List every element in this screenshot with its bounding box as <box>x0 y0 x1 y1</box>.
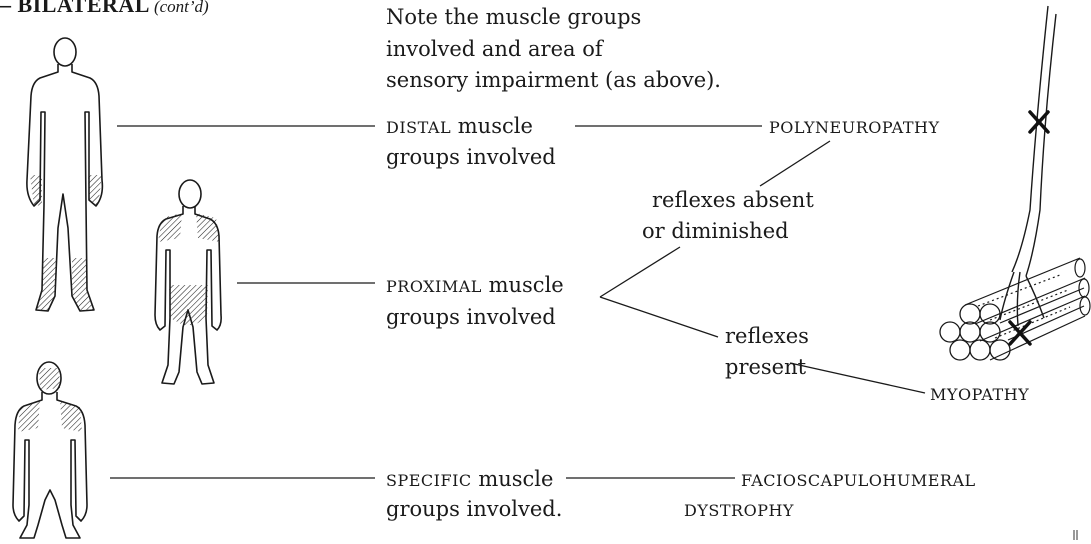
proximal-rest: muscle <box>481 273 564 297</box>
reflexes-absent-line-2: or diminished <box>642 219 789 243</box>
fsh-label-line-1: FACIOSCAPULOHUMERAL <box>741 471 976 490</box>
lesion-mark-muscle <box>1008 320 1032 346</box>
figure-specific-involvement <box>12 361 88 539</box>
header-suffix: (cont’d) <box>153 0 209 16</box>
connector-present-myopathy <box>789 362 926 394</box>
distal-caps: DISTAL <box>386 118 452 137</box>
fibre-bodies <box>964 257 1091 361</box>
polyneuropathy-label: POLYNEUROPATHY <box>769 118 940 137</box>
reflexes-present-line-2: present <box>725 355 807 379</box>
reflexes-absent-line-1: reflexes absent <box>652 188 814 212</box>
specific-label: SPECIFIC muscle <box>386 466 553 492</box>
distal-rest: muscle <box>451 114 533 138</box>
figure-proximal-involvement <box>154 179 222 385</box>
fsh-label-line-2: DYSTROPHY <box>684 501 794 520</box>
header-title: – BILATERAL <box>0 0 150 17</box>
proximal-label: PROXIMAL muscle <box>386 272 564 298</box>
page-corner-mark <box>1073 530 1078 540</box>
lesion-mark-nerve <box>1028 110 1050 134</box>
distal-label: DISTAL muscle <box>386 113 533 139</box>
specific-caps: SPECIFIC <box>386 471 472 490</box>
connector-proximal-present <box>599 296 719 338</box>
distal-line-2: groups involved <box>386 145 556 169</box>
nerve-muscle-illustration <box>939 5 1091 361</box>
specific-rest: muscle <box>471 467 554 491</box>
connector-absent-polyneuropathy <box>759 140 831 187</box>
proximal-caps: PROXIMAL <box>386 277 482 296</box>
section-header: – BILATERAL(cont’d) <box>0 0 209 18</box>
reflexes-present-line-1: reflexes <box>725 324 809 348</box>
note-line-1: Note the muscle groups <box>386 5 642 29</box>
myopathy-label: MYOPATHY <box>930 385 1030 404</box>
connector-proximal-absent <box>599 246 681 298</box>
note-line-2: involved and area of <box>386 37 603 61</box>
specific-line-2: groups involved. <box>386 497 563 521</box>
proximal-line-2: groups involved <box>386 305 556 329</box>
note-line-3: sensory impairment (as above). <box>386 68 721 92</box>
figure-distal-involvement <box>26 37 104 312</box>
